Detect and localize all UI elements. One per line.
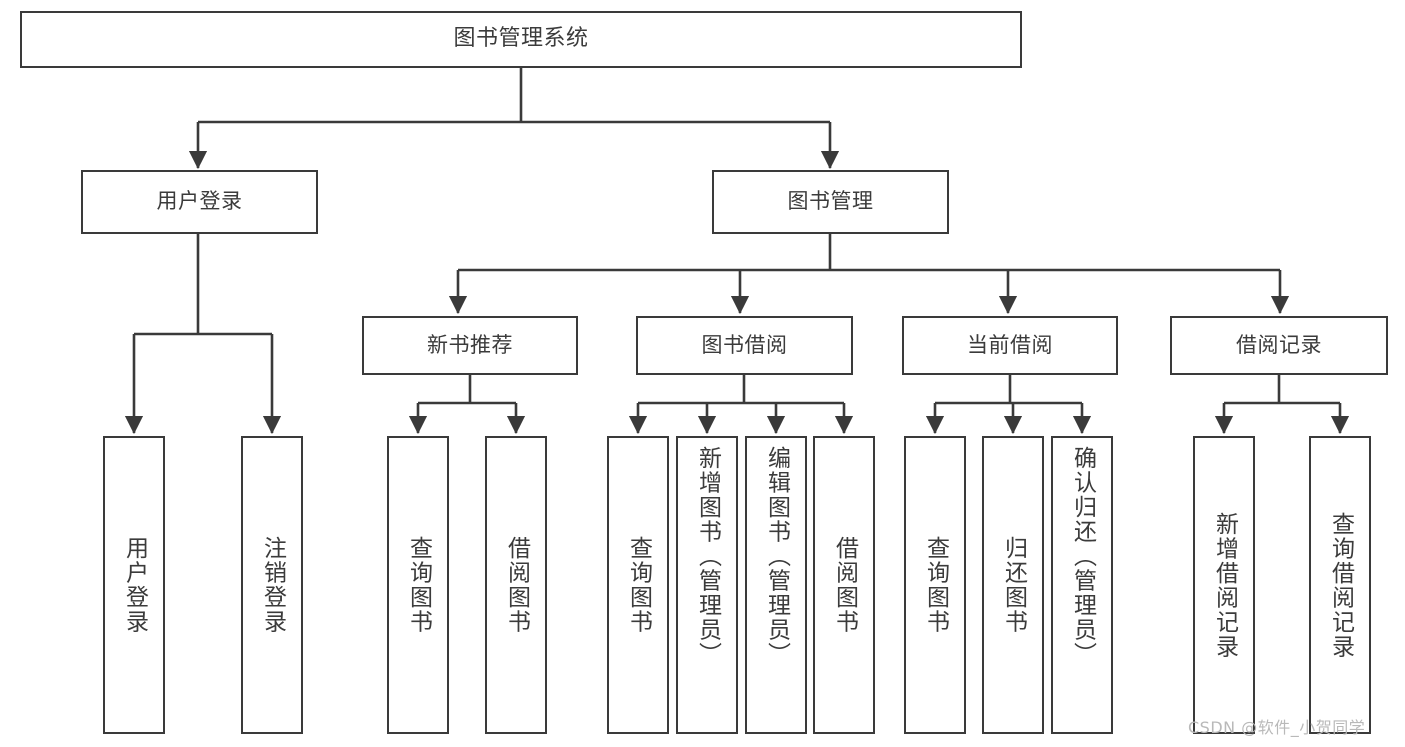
- leaf-user-logout[interactable]: 注销登录: [241, 436, 303, 734]
- node-label: 注销登录: [259, 536, 286, 634]
- leaf-add-borrow-record[interactable]: 新增借阅记录: [1193, 436, 1255, 734]
- node-borrowing-record[interactable]: 借阅记录: [1170, 316, 1388, 375]
- leaf-edit-book-admin[interactable]: 编辑图书（管理员）: [745, 436, 807, 734]
- node-new-book-recommendation[interactable]: 新书推荐: [362, 316, 578, 375]
- leaf-confirm-return-admin[interactable]: 确认归还（管理员）: [1051, 436, 1113, 734]
- node-label: 新增图书（管理员）: [694, 446, 721, 667]
- leaf-query-borrow-record[interactable]: 查询借阅记录: [1309, 436, 1371, 734]
- node-user-login[interactable]: 用户登录: [81, 170, 318, 234]
- leaf-query-book-borrow[interactable]: 查询图书: [607, 436, 669, 734]
- node-current-borrowing[interactable]: 当前借阅: [902, 316, 1118, 375]
- leaf-borrow-book[interactable]: 借阅图书: [813, 436, 875, 734]
- node-label: 新增借阅记录: [1211, 511, 1238, 659]
- node-book-management[interactable]: 图书管理: [712, 170, 949, 234]
- leaf-query-book-new-rec[interactable]: 查询图书: [387, 436, 449, 734]
- leaf-add-book-admin[interactable]: 新增图书（管理员）: [676, 436, 738, 734]
- node-label: 用户登录: [121, 536, 148, 634]
- node-label: 查询图书: [405, 536, 432, 634]
- node-label: 确认归还（管理员）: [1069, 446, 1096, 667]
- node-label: 新书推荐: [427, 332, 513, 357]
- node-label: 借阅图书: [503, 536, 530, 634]
- leaf-borrow-book-new-rec[interactable]: 借阅图书: [485, 436, 547, 734]
- node-label: 查询借阅记录: [1327, 511, 1354, 659]
- node-root-book-management-system[interactable]: 图书管理系统: [20, 11, 1022, 68]
- csdn-watermark: CSDN @软件_小贺同学: [1188, 718, 1366, 737]
- node-label: 借阅图书: [831, 536, 858, 634]
- node-label: 查询图书: [922, 536, 949, 634]
- leaf-return-book[interactable]: 归还图书: [982, 436, 1044, 734]
- leaf-user-login[interactable]: 用户登录: [103, 436, 165, 734]
- node-label: 图书管理: [787, 189, 874, 214]
- node-label: 图书管理系统: [453, 26, 589, 52]
- node-label: 编辑图书（管理员）: [763, 446, 790, 667]
- node-label: 当前借阅: [967, 332, 1053, 357]
- node-label: 查询图书: [625, 536, 652, 634]
- node-label: 借阅记录: [1236, 332, 1322, 357]
- node-label: 归还图书: [1000, 536, 1027, 634]
- leaf-query-book-current[interactable]: 查询图书: [904, 436, 966, 734]
- node-label: 图书借阅: [701, 332, 788, 357]
- node-label: 用户登录: [156, 189, 243, 214]
- node-book-borrowing[interactable]: 图书借阅: [636, 316, 853, 375]
